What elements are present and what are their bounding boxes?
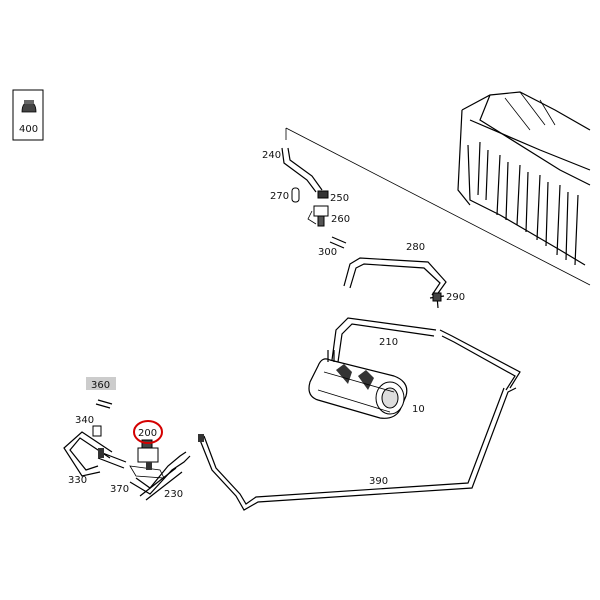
part-370[interactable]: 370 [97, 448, 129, 495]
reference-line [285, 127, 591, 286]
tee-fitting-290[interactable]: 290 [429, 292, 465, 309]
engine-manifold [457, 91, 591, 266]
part-label-10: 10 [412, 404, 425, 415]
part-label-390: 390 [369, 476, 388, 487]
part-label-210: 210 [379, 337, 398, 348]
highlight-circle [133, 420, 163, 444]
part-label-340: 340 [75, 415, 94, 426]
charcoal-canister-10[interactable]: 10 [308, 350, 425, 419]
part-label-240: 240 [262, 150, 281, 161]
part-label-260: 260 [331, 214, 350, 225]
part-label-290: 290 [446, 292, 465, 303]
hose-240[interactable]: 240 [262, 147, 323, 193]
purge-valve-200[interactable]: 200 [129, 420, 165, 479]
clamp-250[interactable]: 250 [317, 190, 349, 204]
hose-280[interactable]: 280 [343, 242, 447, 297]
hose-230[interactable]: 230 [129, 451, 191, 501]
part-400-legend[interactable]: 400 [12, 89, 44, 141]
tube-270[interactable]: 270 [270, 187, 300, 203]
hose-210[interactable]: 210 [331, 317, 521, 391]
part-label-250: 250 [330, 193, 349, 204]
part-label-230: 230 [164, 489, 183, 500]
part-label-370: 370 [110, 484, 129, 495]
part-label-330: 330 [68, 475, 87, 486]
part-label-270: 270 [270, 191, 289, 202]
grommet-icon [21, 100, 37, 113]
part-label-400: 400 [19, 124, 38, 135]
line-390[interactable]: 390 [198, 387, 517, 511]
inactive-label-bg [86, 377, 116, 390]
part-label-300: 300 [318, 247, 337, 258]
valve-260[interactable]: 260 [307, 205, 350, 227]
part-340[interactable]: 340 [75, 415, 102, 437]
part-360[interactable]: 360 [86, 377, 116, 409]
connector-300[interactable]: 300 [318, 236, 347, 258]
hose-330[interactable]: 330 [63, 431, 113, 486]
part-label-280: 280 [406, 242, 425, 253]
part-label-360: 360 [91, 380, 110, 391]
part-label-200: 200 [138, 428, 157, 439]
